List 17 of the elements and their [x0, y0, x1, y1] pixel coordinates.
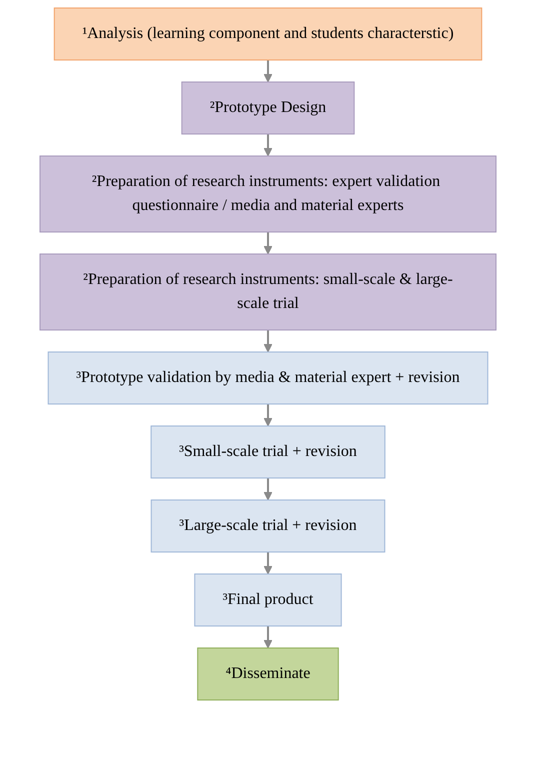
arrow	[263, 60, 272, 82]
node-box: ³Large-scale trial + revision	[150, 500, 385, 552]
arrow	[263, 232, 272, 254]
node-box: ³Prototype validation by media & material expert + revision	[47, 352, 488, 404]
node-box: ²Prototype Design	[180, 82, 354, 134]
node-box: ³Small-scale trial + revision	[150, 426, 385, 478]
node-box: ²Preparation of research instruments: expert validation questionnaire / media and material experts	[39, 156, 496, 232]
arrow	[263, 134, 272, 156]
arrow	[263, 478, 272, 500]
node-box: ²Preparation of research instruments: small-scale & large-scale trial	[39, 254, 496, 330]
node-box: ¹Analysis (learning component and students characterstic)	[53, 8, 482, 60]
node-box: ³Final product	[194, 574, 342, 626]
arrow	[263, 330, 272, 352]
arrow	[263, 404, 272, 426]
node-box: ⁴Disseminate	[196, 648, 338, 700]
arrow	[263, 552, 272, 574]
arrow	[263, 626, 272, 648]
